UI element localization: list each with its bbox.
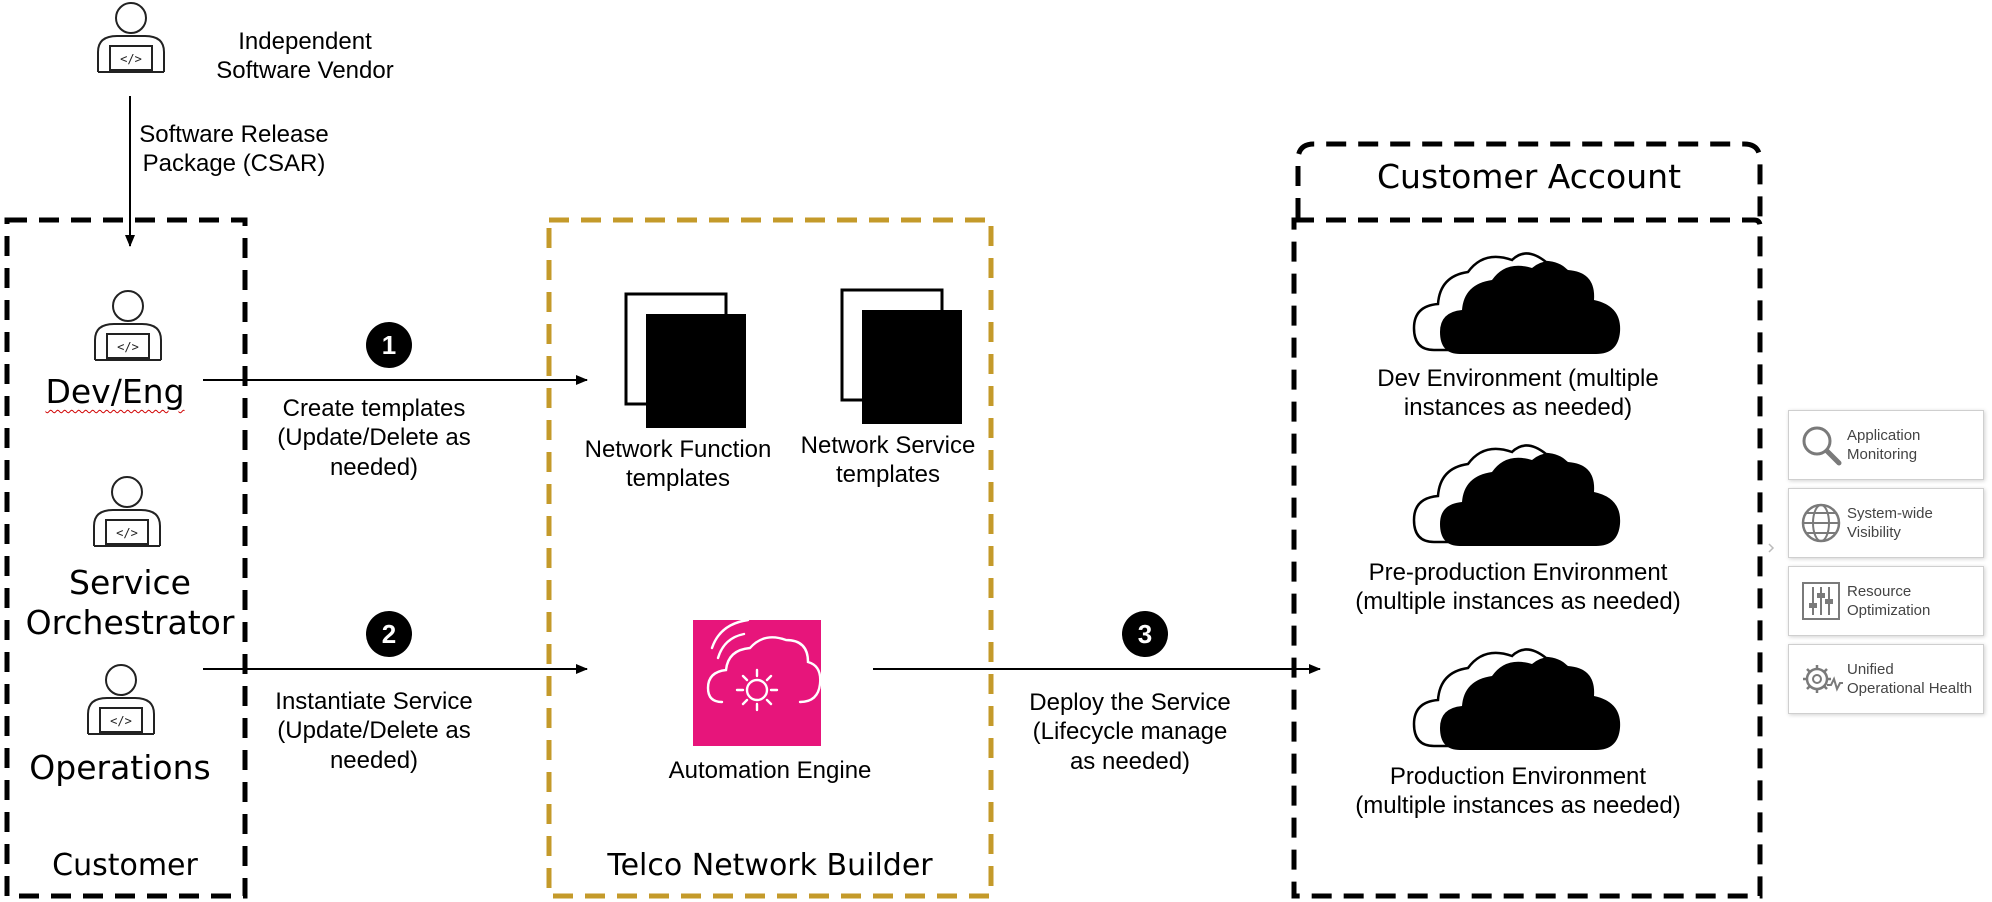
step-1-badge: 1 <box>366 322 412 368</box>
dev-eng-developer-icon <box>94 290 162 361</box>
globe-icon <box>1801 503 1841 543</box>
step-2-badge: 2 <box>366 611 412 657</box>
sliders-icon <box>1802 582 1840 620</box>
orchestrator-developer-icon <box>93 476 161 547</box>
account-title: Customer Account <box>1376 157 1682 196</box>
customer-box-title: Customer <box>52 848 198 883</box>
vendor-developer-icon <box>97 2 165 73</box>
dev-environment-cloud-icon <box>1412 252 1622 356</box>
preprod-environment-cloud-icon <box>1412 444 1622 548</box>
chevron-right-icon <box>1768 543 1775 553</box>
tnb-box-title: Telco Network Builder <box>607 848 933 883</box>
customer-box <box>4 217 248 899</box>
network-service-template-icon <box>840 288 962 424</box>
step-3-badge: 3 <box>1122 611 1168 657</box>
preprod-environment-label: Pre-production Environment(multiple inst… <box>1355 559 1681 616</box>
role-operations: Operations <box>29 748 211 787</box>
role-dev-eng: Dev/Eng <box>45 372 185 411</box>
account-header-box <box>1295 141 1763 218</box>
operations-developer-icon <box>87 664 155 735</box>
prod-environment-label: Production Environment(multiple instance… <box>1355 763 1681 820</box>
account-box <box>1291 217 1763 899</box>
automation-engine-label: Automation Engine <box>668 757 872 784</box>
automation-engine-icon <box>693 618 822 746</box>
network-function-template-icon <box>624 292 746 428</box>
gear-health-icon <box>1803 665 1843 693</box>
tnb-box <box>546 217 994 899</box>
prod-environment-cloud-icon <box>1412 648 1622 752</box>
magnifier-icon <box>1802 426 1842 466</box>
